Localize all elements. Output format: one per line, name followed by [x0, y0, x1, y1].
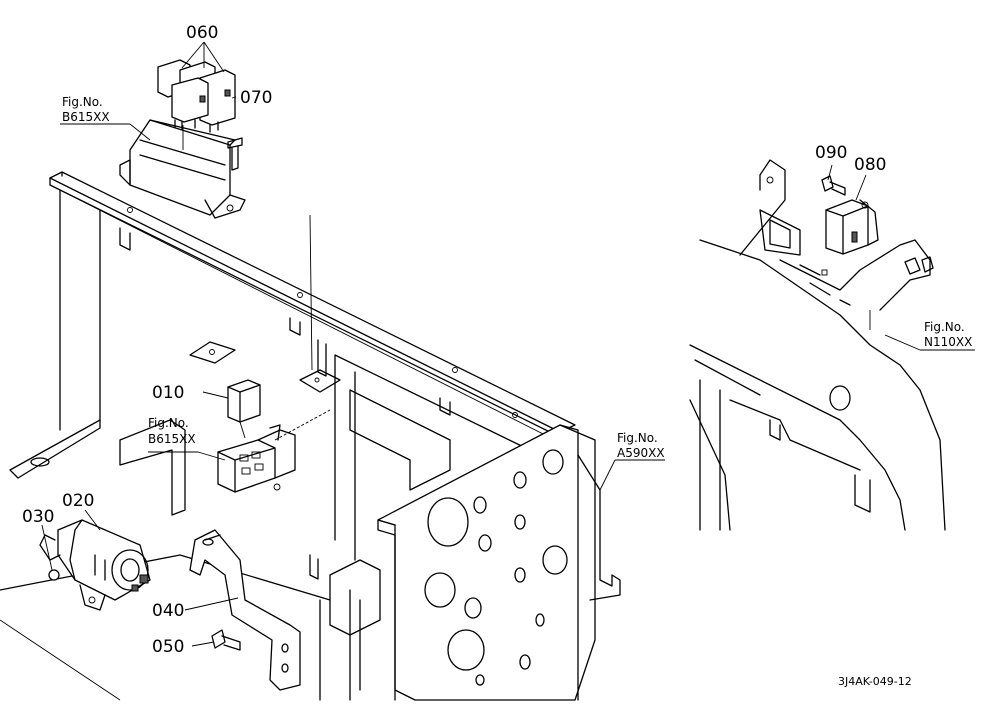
label-060: 060	[186, 23, 218, 43]
fuse-box	[119, 119, 246, 219]
fig-ref-top-left-label: Fig.No.	[62, 95, 103, 109]
fig-ref-inset-label: Fig.No.	[924, 320, 965, 334]
label-080: 080	[854, 155, 886, 175]
relay-cluster	[157, 59, 236, 133]
fig-ref-mid-left-code: B615XX	[148, 432, 196, 446]
figure-references: Fig.No. B615XX Fig.No. B615XX Fig.No. A5…	[62, 95, 972, 460]
relay-010	[227, 379, 261, 439]
side-panel	[377, 424, 621, 701]
main-frame	[0, 171, 576, 701]
label-030: 030	[22, 507, 54, 527]
starter-relay	[39, 519, 151, 611]
label-070: 070	[240, 88, 272, 108]
fig-ref-mid-left-label: Fig.No.	[148, 416, 189, 430]
fig-ref-inset-code: N110XX	[924, 335, 972, 349]
label-040: 040	[152, 601, 184, 621]
label-090: 090	[815, 143, 847, 163]
bracket-040	[189, 529, 301, 691]
fig-ref-top-left-code: B615XX	[62, 110, 110, 124]
part-labels: 060 070 010 020 030 040 050 090 080	[22, 23, 886, 657]
drawing-code: 3J4AK-049-12	[838, 675, 912, 688]
leader-lines	[41, 41, 975, 647]
label-020: 020	[62, 491, 94, 511]
inset-view	[689, 159, 946, 531]
label-010: 010	[152, 383, 184, 403]
fig-ref-mid-right-code: A590XX	[617, 446, 665, 460]
label-050: 050	[152, 637, 184, 657]
relay-socket	[217, 409, 331, 493]
fig-ref-mid-right-label: Fig.No.	[617, 431, 658, 445]
bolt-050	[211, 629, 241, 651]
relay-080	[825, 199, 879, 255]
bolt-090	[821, 175, 846, 196]
